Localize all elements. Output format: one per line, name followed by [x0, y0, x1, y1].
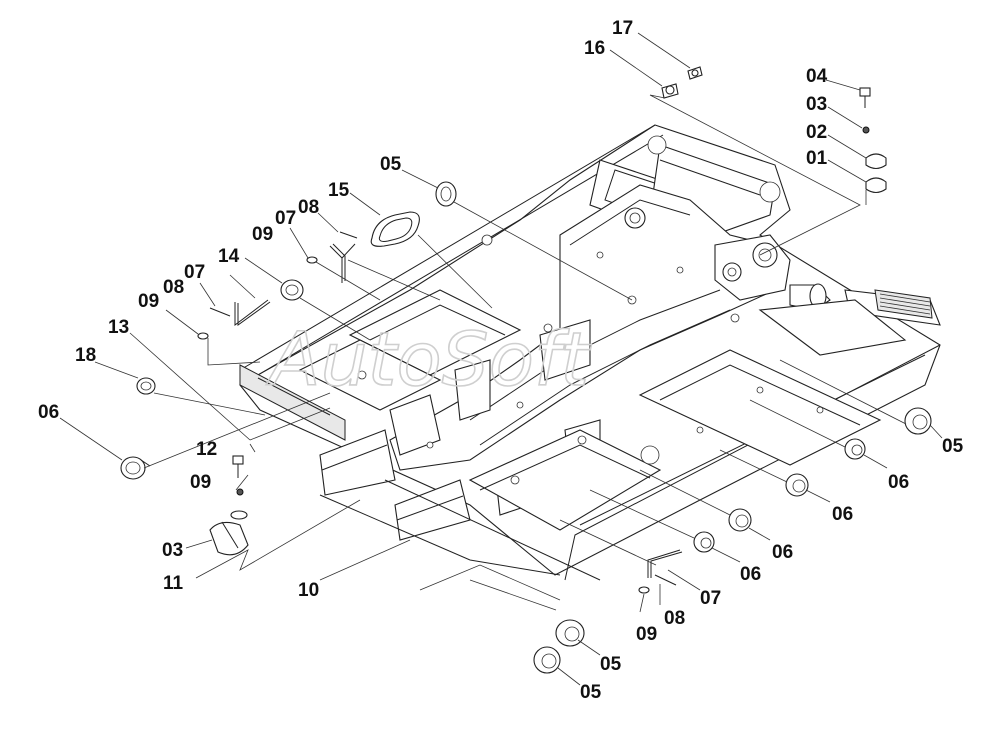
callout-16: 16 [584, 38, 605, 59]
washer-03 [862, 126, 870, 134]
callout-05: 05 [942, 436, 964, 457]
callout-07: 07 [275, 208, 296, 229]
callout-05: 05 [580, 682, 602, 703]
cotter-08-upper [339, 231, 358, 239]
bolt-16 [661, 83, 679, 99]
callout-06: 06 [772, 542, 793, 563]
washer-09-bottom [236, 488, 244, 496]
washer-11 [230, 510, 248, 520]
frame-bolt-holes [357, 234, 824, 485]
gasket-15 [370, 211, 420, 247]
callout-09: 09 [138, 291, 159, 312]
callout-13: 13 [108, 317, 129, 338]
callout-01: 01 [806, 148, 828, 169]
callout-03: 03 [806, 94, 827, 115]
callout-09: 09 [190, 472, 211, 493]
callout-labels: 17 16 04 03 02 01 05 15 08 07 09 14 08 0… [38, 18, 964, 703]
washer-09-lower [197, 332, 209, 340]
pin-07-lower [234, 299, 271, 327]
bushing-06-right-a [844, 438, 866, 460]
callout-02: 02 [806, 122, 827, 143]
bushing-14 [280, 279, 304, 301]
callout-08: 08 [298, 197, 319, 218]
cotter-08-lower [209, 307, 231, 317]
callout-14: 14 [218, 246, 240, 267]
bushing-05-right [904, 407, 932, 435]
autosoft-watermark: AutoSoft [266, 317, 592, 403]
callout-09: 09 [636, 624, 657, 645]
callout-03: 03 [162, 540, 183, 561]
pin-07-upper [329, 243, 356, 283]
step-plate-tread [879, 293, 931, 315]
callout-06: 06 [888, 472, 909, 493]
callout-18: 18 [75, 345, 96, 366]
washer-09-right [638, 586, 650, 594]
bushing-05-bottom-a [555, 619, 585, 647]
callout-08: 08 [163, 277, 184, 298]
bushing-06-right-c [728, 508, 752, 532]
cap-03-bottom [209, 521, 249, 556]
main-frame [239, 124, 941, 581]
callout-04: 04 [806, 66, 828, 87]
callout-15: 15 [328, 180, 350, 201]
bushing-06-left [120, 456, 151, 480]
callout-10: 10 [298, 580, 319, 601]
callout-06: 06 [832, 504, 853, 525]
bolt-17 [687, 66, 703, 80]
callout-06: 06 [740, 564, 761, 585]
callout-07: 07 [184, 262, 205, 283]
callout-05: 05 [380, 154, 402, 175]
bushing-05-bottom-b [533, 646, 561, 674]
callout-06: 06 [38, 402, 59, 423]
callout-11: 11 [163, 573, 184, 594]
cotter-08-right [654, 574, 677, 586]
bushing-05-top [435, 181, 457, 207]
cap-02 [865, 153, 887, 170]
washer-09-upper [306, 256, 318, 264]
callout-09: 09 [252, 224, 273, 245]
callout-07: 07 [700, 588, 721, 609]
callout-12: 12 [196, 439, 217, 460]
bolt-04 [859, 87, 871, 108]
bushing-18 [136, 377, 156, 395]
cap-01 [865, 177, 887, 194]
bolt-12 [232, 455, 244, 478]
callout-08: 08 [664, 608, 685, 629]
pin-07-right [647, 549, 683, 578]
leader-lines [59, 32, 943, 686]
callout-17: 17 [612, 18, 633, 39]
callout-05: 05 [600, 654, 622, 675]
bushing-06-right-d [693, 531, 715, 553]
bushing-06-right-b [785, 473, 809, 497]
